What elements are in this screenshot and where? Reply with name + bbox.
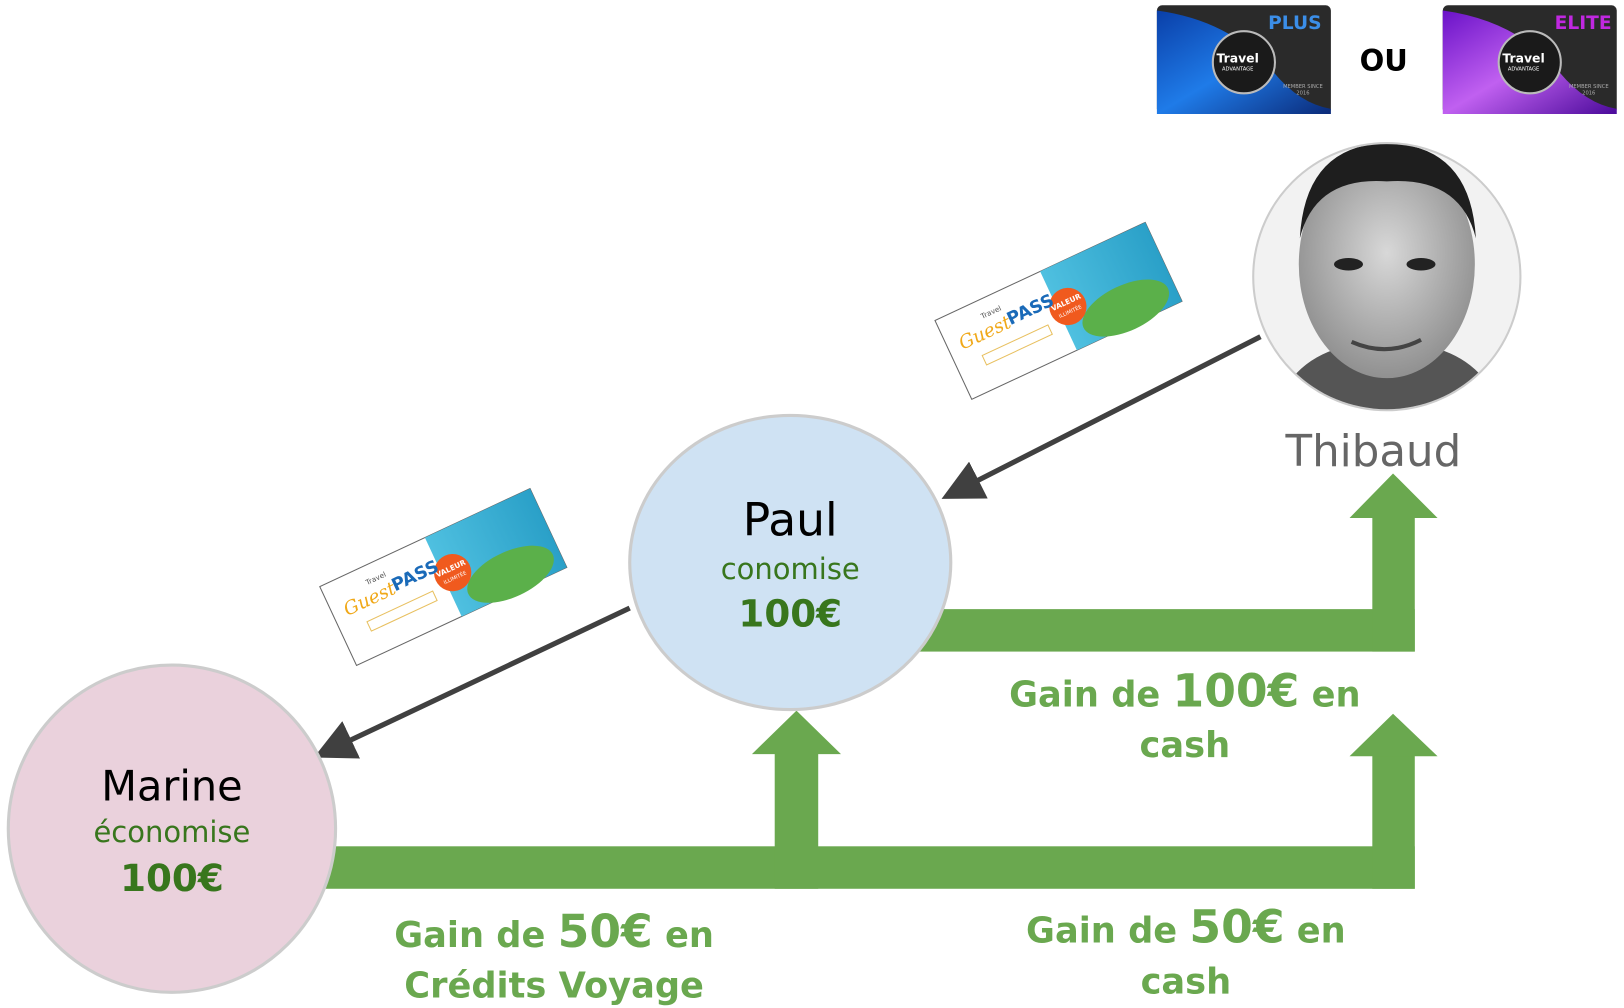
guest-pass-ticket: VALEUR ILLIMITÉE Travel Guest PASS	[319, 487, 568, 667]
or-label: OU	[1360, 44, 1408, 78]
marine-action: économise	[93, 815, 250, 849]
referral-arrow-paul-marine	[313, 605, 631, 759]
gain-flow-marine	[315, 710, 1438, 889]
gain-label-1-line2: cash	[1140, 725, 1231, 766]
card-brand: Travel	[1217, 50, 1259, 65]
marine-amount: 100€	[120, 856, 224, 900]
marine-name: Marine	[101, 763, 242, 811]
card-member: MEMBER SINCE	[1283, 84, 1323, 90]
thibaud-name: Thibaud	[1285, 427, 1462, 477]
card-year: 2016	[1582, 90, 1595, 96]
elite-card: Travel ADVANTAGE ELITE MEMBER SINCE 2016	[1442, 5, 1617, 115]
marine-node	[6, 663, 338, 994]
thibaud-avatar	[1252, 142, 1522, 412]
gain-label-2-line1: Gain de 50€ en	[394, 905, 714, 958]
gain-label-2-line2: Crédits Voyage	[404, 966, 704, 1007]
card-year: 2016	[1296, 90, 1309, 96]
guest-pass-ticket: VALEUR ILLIMITÉE Travel Guest PASS	[934, 221, 1183, 400]
paul-action: conomise	[721, 552, 860, 586]
card-member: MEMBER SINCE	[1569, 84, 1609, 90]
gain-label-3-line2: cash	[1141, 961, 1232, 1002]
gain-label-1-line1: Gain de 100€ en	[1009, 664, 1360, 717]
gain-label-3-line1: Gain de 50€ en	[1026, 901, 1346, 954]
paul-name: Paul	[743, 494, 838, 547]
referral-arrow-thibaud-paul	[941, 334, 1262, 499]
gain-flow-paul-thibaud	[911, 473, 1438, 652]
plus-card: Travel ADVANTAGE PLUS MEMBER SINCE 2016	[1156, 5, 1331, 115]
card-sub: ADVANTAGE	[1222, 67, 1253, 73]
card-brand: Travel	[1502, 50, 1544, 65]
card-tier: PLUS	[1268, 13, 1321, 34]
paul-amount: 100€	[738, 592, 842, 636]
card-tier: ELITE	[1555, 13, 1612, 34]
paul-node	[628, 413, 953, 712]
card-sub: ADVANTAGE	[1508, 67, 1539, 73]
